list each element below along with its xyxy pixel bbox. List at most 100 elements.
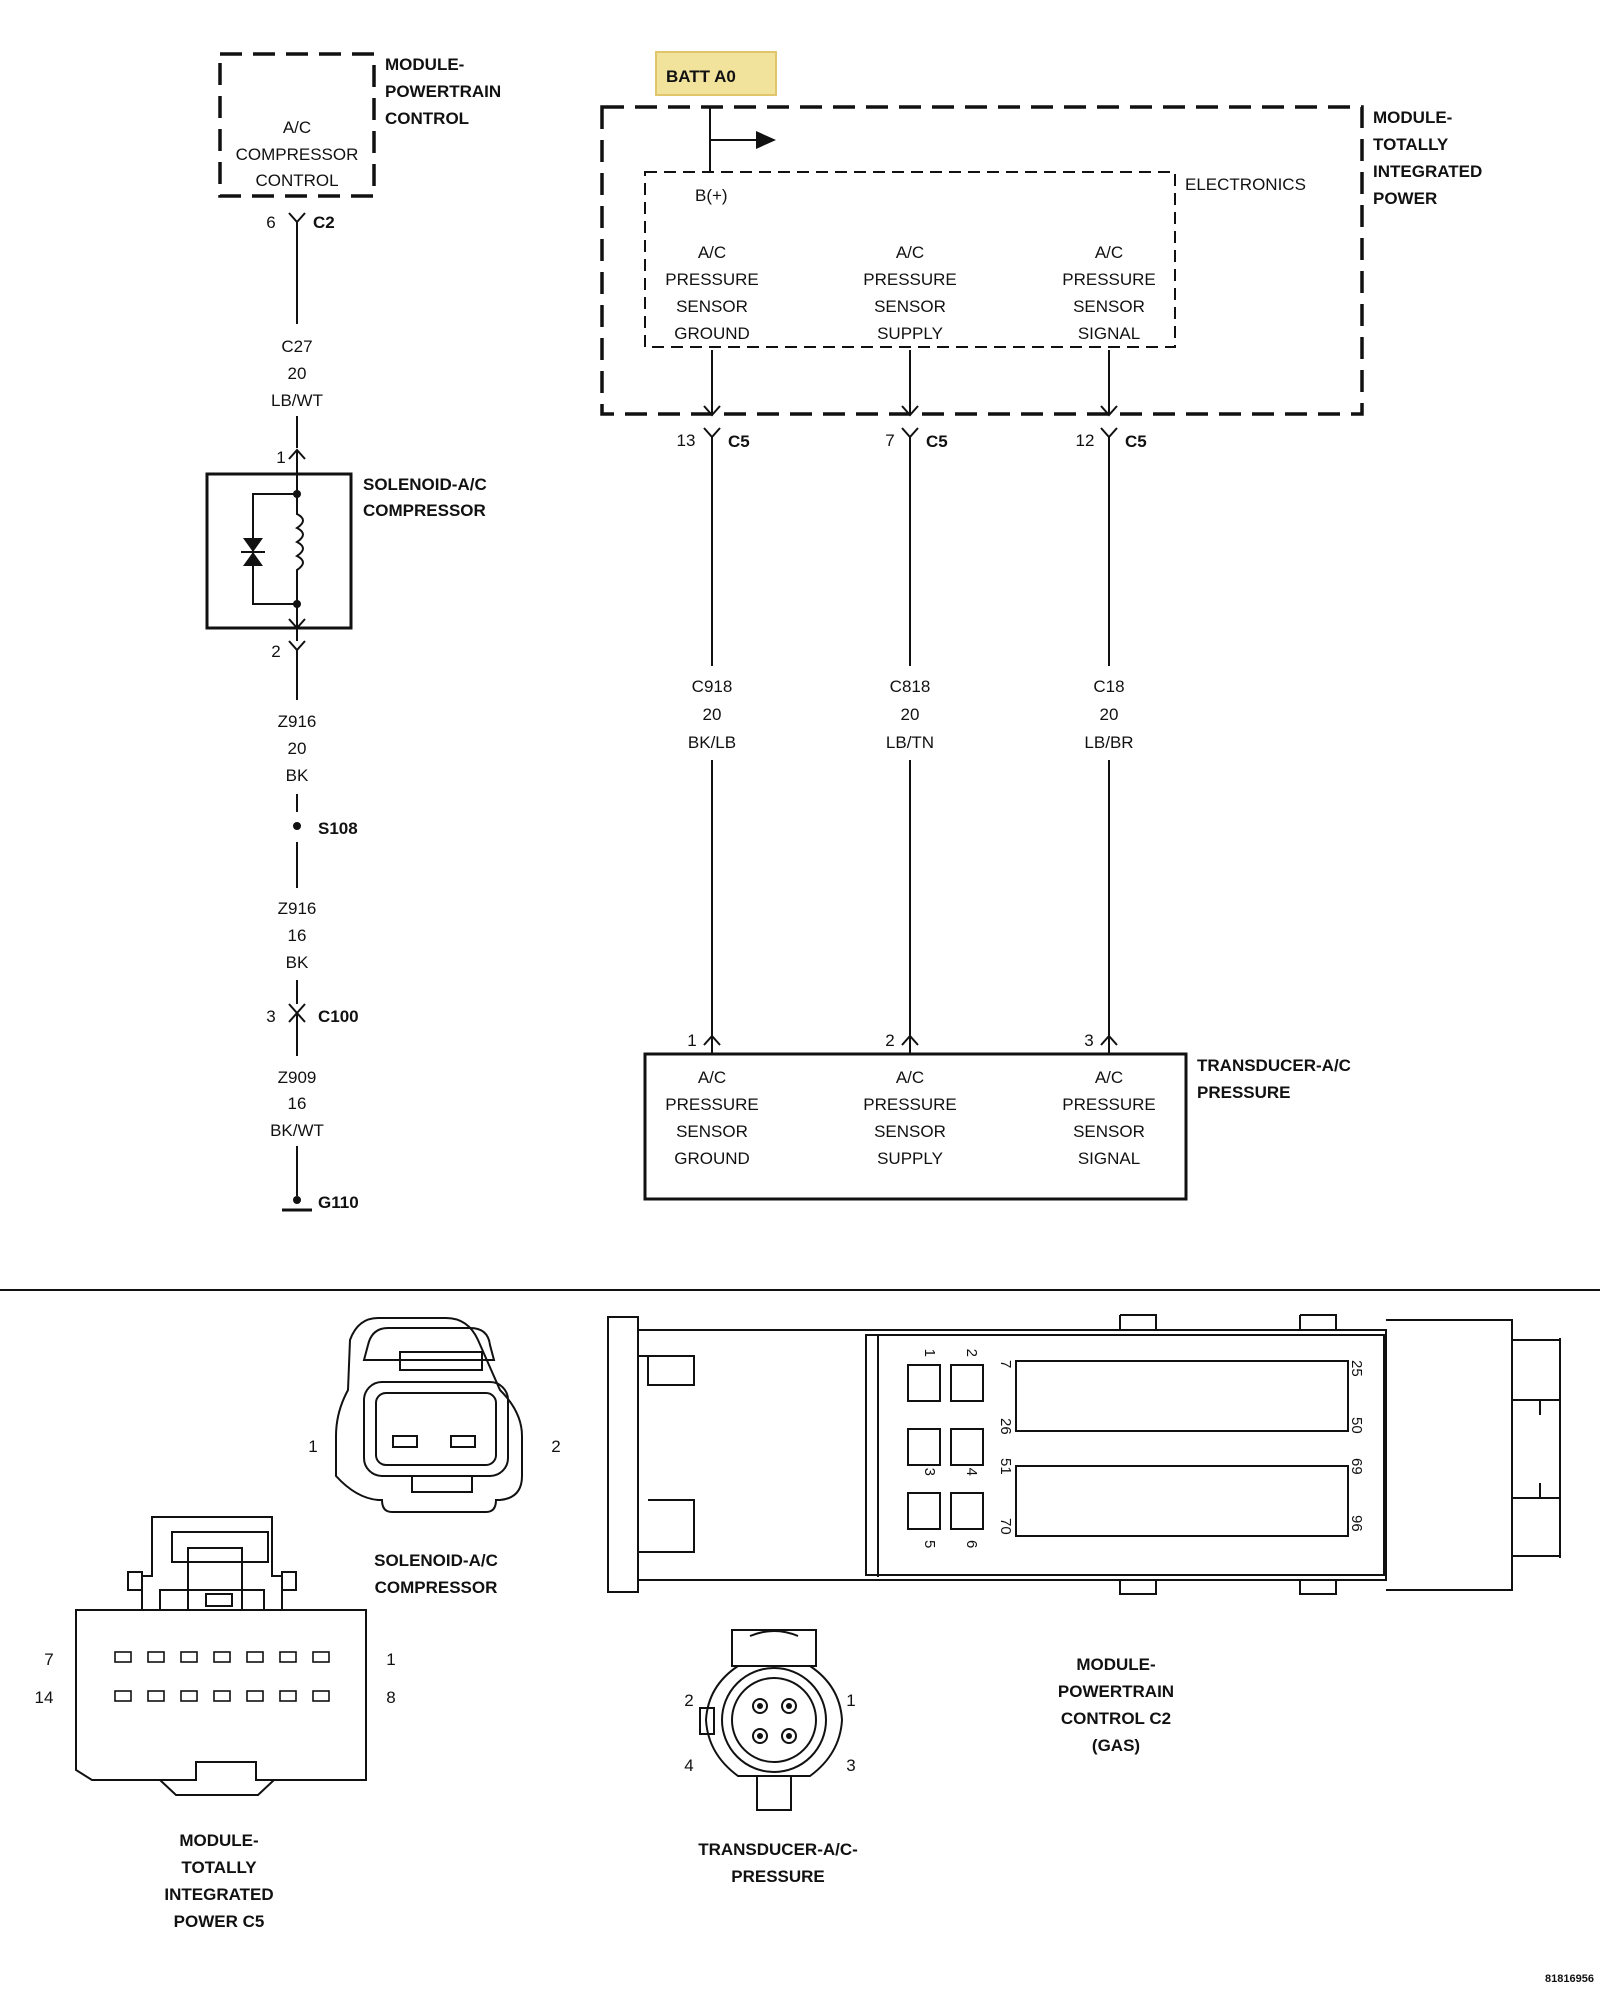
tipm-module: MODULE- TOTALLY INTEGRATED POWER ELECTRO… (600, 105, 1482, 416)
wire-c918-id: C918 (692, 677, 733, 696)
terminal-cavity (246, 1651, 264, 1663)
latch-tab (399, 1351, 483, 1371)
solenoid-pin-top: 1 (276, 448, 285, 467)
male-terminal-icon (901, 405, 919, 417)
connector-notch (638, 1499, 695, 1553)
tipm-c5-pin-7: 7 (44, 1650, 53, 1669)
pcm-function-1: A/C (283, 118, 311, 137)
transducer-title-2: PRESSURE (1197, 1083, 1291, 1102)
transducer-supply-line-4: SUPPLY (877, 1149, 943, 1168)
solenoid-view-pin-1: 1 (308, 1437, 317, 1456)
wire-c818-color: LB/TN (886, 733, 934, 752)
wire-c818-gauge: 20 (901, 705, 920, 724)
pcm-c2-connector-view: 1 2 7 26 3 4 51 5 6 70 25 50 69 96 MODUL… (607, 1314, 1561, 1755)
transducer-view-pin-3: 3 (846, 1756, 855, 1775)
c100-pin: 3 (266, 1007, 275, 1026)
pcm-c2-caption-3: CONTROL C2 (1061, 1709, 1171, 1728)
ground-dot-icon (293, 1196, 301, 1204)
wire-z909-color: BK/WT (270, 1121, 324, 1140)
splice-dot-icon (293, 822, 301, 830)
tipm-ground-line-2: PRESSURE (665, 270, 759, 289)
tipm-ground-line-3: SENSOR (676, 297, 748, 316)
pcm-connector-name: C2 (313, 213, 335, 232)
tipm-c5-pin-1: 1 (386, 1650, 395, 1669)
figure-id: 81816956 (1545, 1973, 1594, 1985)
connector-tail (756, 1775, 792, 1811)
arrow-right-icon (756, 131, 776, 149)
terminal-cavity (114, 1651, 132, 1663)
transducer-connector-view: 2 1 4 3 TRANSDUCER-A/C- PRESSURE (684, 1629, 858, 1886)
terminal-pin (757, 1703, 763, 1709)
transducer-view-pin-1: 1 (846, 1691, 855, 1710)
pcm-c2-pin-3: 3 (921, 1468, 938, 1476)
connector-face (721, 1667, 827, 1773)
pcm-c2-pin-50: 50 (1348, 1417, 1365, 1434)
pcm-pin-number: 6 (266, 213, 275, 232)
transducer-pin-1: 1 (687, 1031, 696, 1050)
terminal-pin (786, 1733, 792, 1739)
splice-label: S108 (318, 819, 358, 838)
connector-housing (704, 1665, 844, 1777)
connector-housing (638, 1329, 1387, 1581)
pcm-c2-pin: 6 C2 (266, 212, 335, 232)
terminal-cavity (180, 1690, 198, 1702)
terminal-cavity (180, 1651, 198, 1663)
wire-z916-a-color: BK (286, 766, 309, 785)
transducer-signal-line-1: A/C (1095, 1068, 1123, 1087)
connector-cavity-inner (375, 1392, 497, 1466)
transducer-signal-line-2: PRESSURE (1062, 1095, 1156, 1114)
terminal-cavity (781, 1698, 797, 1714)
connector-housing (75, 1609, 367, 1781)
solenoid-title-2: COMPRESSOR (363, 501, 486, 520)
tipm-pin-ground: 13 (677, 431, 696, 450)
pcm-module-title-3: CONTROL (385, 109, 469, 128)
pcm-c2-pin-69: 69 (1348, 1458, 1365, 1475)
batt-label: BATT A0 (666, 67, 736, 86)
terminal-cavity (279, 1690, 297, 1702)
tipm-title-3: INTEGRATED (1373, 162, 1482, 181)
connector-key (159, 1779, 275, 1796)
male-terminal-icon (1100, 405, 1118, 417)
solenoid-box (205, 472, 353, 630)
tipm-signal-line-1: A/C (1095, 243, 1123, 262)
wire-ground-circuit: 13 C5 C918 20 BK/LB 1 (677, 350, 750, 1054)
batt-highlight (655, 51, 777, 96)
pcm-module-title-2: POWERTRAIN (385, 82, 501, 101)
wire-c918-gauge: 20 (703, 705, 722, 724)
terminal-pin (757, 1733, 763, 1739)
tipm-pin-signal: 12 (1076, 431, 1095, 450)
terminal-cavity (147, 1651, 165, 1663)
tipm-c5-caption-3: INTEGRATED (164, 1885, 273, 1904)
bottom-tab (1119, 1580, 1157, 1595)
terminal-cavity (950, 1492, 984, 1530)
pcm-c2-pin-96: 96 (1348, 1515, 1365, 1532)
tipm-c5-caption-2: TOTALLY (181, 1858, 257, 1877)
tipm-signal-line-4: SIGNAL (1078, 324, 1140, 343)
terminal-cavity (312, 1690, 330, 1702)
transducer-supply-line-3: SENSOR (874, 1122, 946, 1141)
terminal-cavity (246, 1690, 264, 1702)
latch-tab (127, 1571, 143, 1591)
connector-end-cap (607, 1316, 639, 1593)
pcm-c2-caption-2: POWERTRAIN (1058, 1682, 1174, 1701)
pcm-c2-pin-26: 26 (997, 1418, 1014, 1435)
terminal-bank (1015, 1360, 1349, 1432)
lever-arm (1512, 1339, 1561, 1346)
terminal-pin (786, 1703, 792, 1709)
wire-z916-b-gauge: 16 (288, 926, 307, 945)
wire-z916-a-gauge: 20 (288, 739, 307, 758)
terminal-cavity (907, 1492, 941, 1530)
wire-signal-circuit: 12 C5 C18 20 LB/BR 3 (1076, 350, 1147, 1054)
tipm-signal-line-2: PRESSURE (1062, 270, 1156, 289)
terminal-bank (1015, 1465, 1349, 1537)
wire-c18-color: LB/BR (1084, 733, 1133, 752)
terminal-cavity (312, 1651, 330, 1663)
female-terminal-icon (1100, 427, 1118, 439)
pcm-module: MODULE- POWERTRAIN CONTROL A/C COMPRESSO… (218, 52, 501, 198)
latch-tab (281, 1571, 297, 1591)
connector-notch (638, 1355, 695, 1386)
terminal-cavity (752, 1728, 768, 1744)
wire-c818-id: C818 (890, 677, 931, 696)
wire-z909-id: Z909 (278, 1068, 317, 1087)
diode-icon (243, 538, 263, 552)
